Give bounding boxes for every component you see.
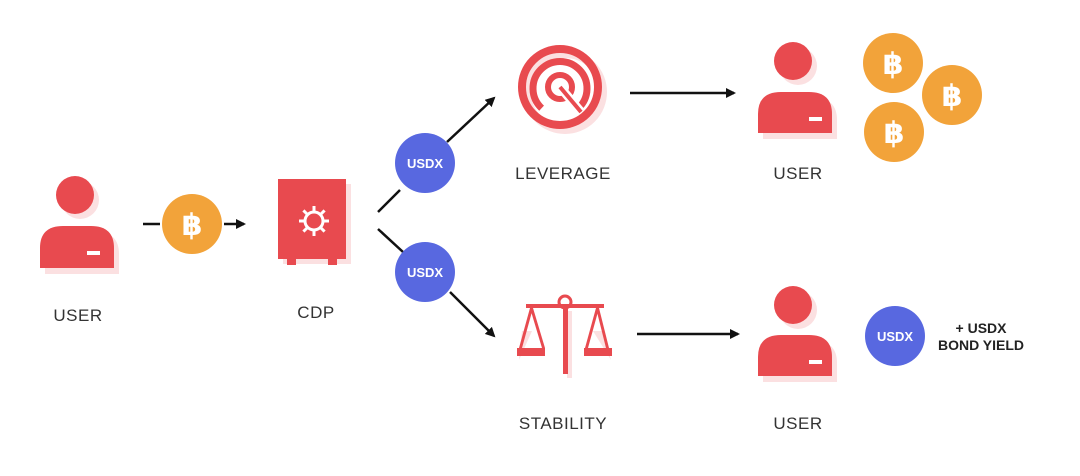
user-leverage-label: USER: [773, 164, 823, 183]
btc-symbol: ฿: [182, 208, 203, 243]
vault-icon: [278, 179, 351, 265]
bond-yield-text: + USDX BOND YIELD: [926, 320, 1036, 354]
user-stability-icon: [758, 286, 837, 382]
branch-upper-start: [377, 189, 401, 213]
usdx-coin-lower-label: USDX: [407, 265, 443, 280]
btc-coin-cluster-2-icon: ฿: [922, 65, 982, 125]
btc-coin-deposit-icon: ฿: [162, 194, 222, 254]
usdx-coin-upper-label: USDX: [407, 156, 443, 171]
btc-symbol: ฿: [883, 47, 904, 82]
btc-coin-cluster-1-icon: ฿: [863, 33, 923, 93]
branch-lower-start: [377, 228, 404, 253]
usdx-coin-upper-icon: USDX: [395, 133, 455, 193]
cdp-label: CDP: [297, 303, 335, 322]
usdx-coin-yield-icon: USDX: [865, 306, 925, 366]
btc-symbol: ฿: [942, 79, 963, 114]
user-stability-label: USER: [773, 414, 823, 433]
arrow-to-stability: [449, 291, 496, 338]
user-start-label: USER: [53, 306, 103, 325]
bond-yield-line-2: BOND YIELD: [937, 337, 1025, 353]
btc-coin-cluster-3-icon: ฿: [864, 102, 924, 162]
gauge-icon: [518, 45, 607, 134]
stability-label: STABILITY: [518, 414, 608, 433]
leverage-label: LEVERAGE: [515, 164, 611, 183]
btc-symbol: ฿: [884, 116, 905, 151]
usdx-coin-yield-label: USDX: [877, 329, 913, 344]
arrow-to-leverage: [446, 96, 496, 143]
usdx-coin-lower-icon: USDX: [395, 242, 455, 302]
user-leverage-icon: [758, 42, 837, 139]
bond-yield-line-1: + USDX: [955, 320, 1007, 336]
user-start-icon: [40, 176, 119, 274]
scale-icon: [517, 294, 612, 378]
